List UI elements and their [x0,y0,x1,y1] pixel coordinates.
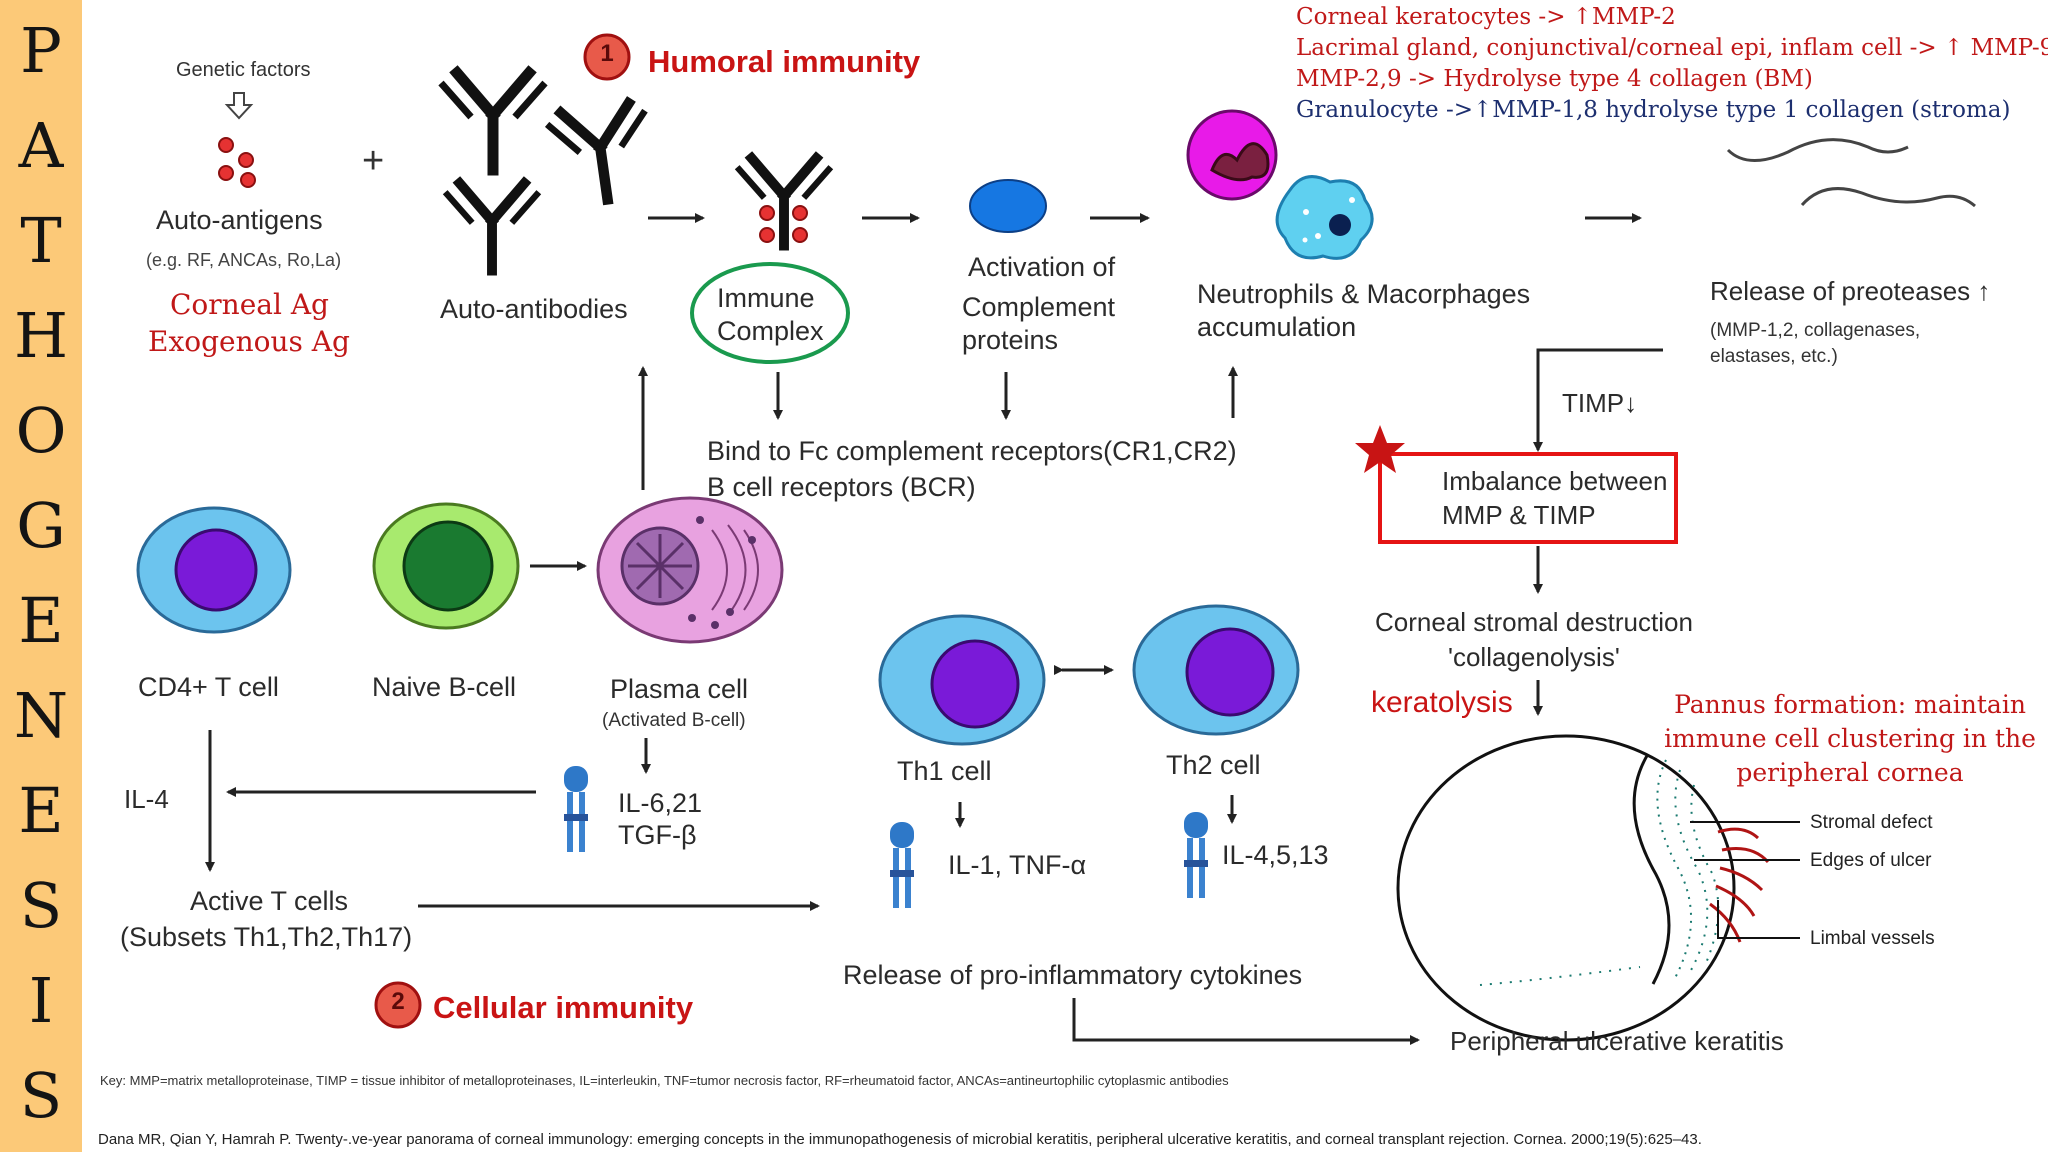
th1-cytokines-label: IL-1, TNF-α [948,850,1087,880]
mmp-note: MMP-2,9 -> Hydrolyse type 4 collagen (BM… [1296,66,1813,92]
cellular-number: 2 [391,988,405,1015]
active-t-cells-label: (Subsets Th1,Th2,Th17) [120,922,413,952]
protease-fiber-icon [1800,187,1976,208]
corneal-ag-note: Corneal Ag [170,288,329,321]
plasma-cell-icon [596,496,784,644]
plasma-cell-label: Plasma cell [610,674,749,704]
imbalance-label: MMP & TIMP [1442,500,1596,530]
neutrophils-label: Neutrophils & Macorphages [1197,279,1531,309]
complement-label: Complement [962,292,1116,322]
macrophage-icon [1275,175,1374,260]
sidebar-letter: S [19,1059,63,1132]
cellular-immunity-label: Cellular immunity [433,990,694,1025]
citation: Dana MR, Qian Y, Hamrah P. Twenty-.ve-ye… [98,1131,1702,1148]
th2-cytokines-label: IL-4,5,13 [1222,840,1329,870]
ulcer-edges-label: Edges of ulcer [1810,850,1932,871]
release-cytokines-label: Release of pro-inflammatory cytokines [843,960,1303,990]
proteases-detail: (MMP-1,2, collagenases, [1710,320,1921,341]
keratolysis-label: keratolysis [1371,686,1513,719]
pannus-note: Pannus formation: maintain [1674,690,2026,719]
neutrophil-icon [1186,109,1278,201]
stromal-destruction-label: Corneal stromal destruction [1375,607,1693,637]
mmp-note: Corneal keratocytes -> ↑MMP-2 [1296,4,1676,30]
naive-b-cell-icon [372,502,520,630]
neutrophils-label: accumulation [1197,312,1357,342]
pannus-note: immune cell clustering in the [1664,724,2036,753]
cd4-t-cell-label: CD4+ T cell [138,672,279,702]
sidebar-letter: N [13,679,69,752]
receptors-label: Bind to Fc complement receptors(CR1,CR2) [707,436,1237,466]
timp-label: TIMP↓ [1562,388,1638,418]
humoral-immunity-label: Humoral immunity [648,44,921,79]
il4-label: IL-4 [124,784,169,814]
sidebar-letter: O [15,394,67,467]
receptor-icon [890,822,914,908]
th1-cell-icon [878,614,1046,746]
protease-fiber-icon [1726,138,1909,162]
auto-antigen-icon [218,137,256,188]
immune-complex-highlight [690,262,850,364]
sidebar-letter: A [18,109,64,182]
immune-complex-label: Complex [717,316,824,346]
sidebar-letter: P [20,14,62,87]
th2-cell-icon [1132,604,1300,736]
sidebar-letter: I [28,964,54,1037]
plus-sign: + [362,140,385,182]
humoral-number: 1 [600,40,614,67]
sidebar-letter: T [20,204,62,277]
proteases-detail: elastases, etc.) [1710,346,1838,367]
imbalance-box [1378,452,1678,544]
genetic-factors-label: Genetic factors [176,59,311,81]
arrow [1072,998,1420,1045]
humoral-number-icon [583,33,631,81]
naive-b-cell-label: Naive B-cell [372,672,517,702]
sidebar-letter: H [13,299,69,372]
plasma-cell-subtitle: (Activated B-cell) [602,710,746,731]
mmp-note: Lacrimal gland, conjunctival/corneal epi… [1296,35,2048,61]
sidebar-letter: E [18,774,64,847]
auto-antigens-label: Auto-antigens [156,205,323,235]
auto-antibody-icon [441,73,656,271]
immune-complex-label: Immune [717,283,815,313]
complement-label: Activation of [968,252,1116,282]
stromal-destruction-label: 'collagenolysis' [1448,642,1620,672]
cornea-icon [1396,734,1770,1042]
complement-label: proteins [962,325,1059,355]
imbalance-label: Imbalance between [1442,466,1668,496]
puk-label: Peripheral ulcerative keratitis [1450,1026,1784,1056]
receptor-icon [564,766,588,852]
auto-antibodies-label: Auto-antibodies [440,294,628,324]
key-legend: Key: MMP=matrix metalloproteinase, TIMP … [100,1073,1229,1088]
auto-antigens-example: (e.g. RF, ANCAs, Ro,La) [146,250,342,270]
active-t-cells-label: Active T cells [190,886,349,916]
cellular-number-icon [374,981,422,1029]
sidebar-letter: E [18,584,64,657]
sidebar: P A T H O G E N E S I S [0,0,82,1152]
complement-icon [969,179,1047,233]
arrow [1533,348,1663,452]
sidebar-letter: G [16,489,66,562]
sidebar-letter: S [19,869,63,942]
star-icon [1355,425,1405,473]
plasma-cytokines-label: IL-6,21 [618,788,703,818]
leader-line [1717,900,1800,939]
immune-complex-icon [737,158,831,245]
receptors-label: B cell receptors (BCR) [707,472,976,502]
plasma-cytokines-label: TGF-β [618,820,697,850]
stromal-defect-label: Stromal defect [1810,812,1933,833]
exogenous-ag-note: Exogenous Ag [148,325,350,358]
receptor-icon [1184,812,1208,898]
pannus-note: peripheral cornea [1736,758,1964,787]
limbal-vessels-label: Limbal vessels [1810,928,1935,949]
mmp-note: Granulocyte ->↑MMP-1,8 hydrolyse type 1 … [1296,97,2011,123]
proteases-label: Release of preoteases ↑ [1710,276,1991,306]
cd4-t-cell-icon [136,506,292,634]
th2-cell-label: Th2 cell [1166,750,1261,780]
th1-cell-label: Th1 cell [897,756,992,786]
genetic-arrow-icon [224,92,254,120]
